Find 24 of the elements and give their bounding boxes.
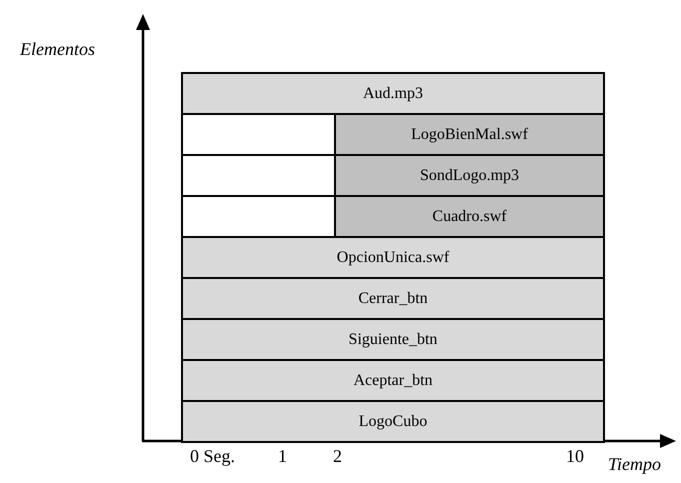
axis-tick-label: 0 Seg.	[190, 447, 235, 465]
bar-label: Cuadro.swf	[432, 208, 507, 226]
bar-label: Siguiente_btn	[348, 330, 438, 348]
timeline-bar	[181, 72, 605, 115]
timeline-bar	[181, 277, 605, 320]
timeline-bar	[334, 113, 605, 156]
axis-title: Tiempo	[608, 455, 662, 473]
bar-label: Aud.mp3	[363, 84, 423, 102]
axis-tick-label: 1	[278, 447, 287, 465]
bar-label: OpcionUnica.swf	[336, 248, 450, 266]
bar-label: LogoBienMal.swf	[411, 126, 528, 144]
bar-label: Cerrar_btn	[358, 290, 428, 308]
bar-label: Aceptar_btn	[353, 372, 433, 390]
bar-label: LogoCubo	[358, 412, 428, 430]
timeline-bar	[334, 154, 605, 197]
timeline-bar	[181, 400, 605, 443]
timeline-bar	[181, 236, 605, 279]
timeline-bar	[334, 195, 605, 238]
axis-tick-label: 10	[566, 447, 584, 465]
timeline-bar	[181, 359, 605, 402]
axis-title: Elementos	[20, 40, 95, 58]
axis-tick-label: 2	[333, 447, 342, 465]
bar-label: SondLogo.mp3	[420, 166, 520, 184]
timeline-bar	[181, 318, 605, 361]
